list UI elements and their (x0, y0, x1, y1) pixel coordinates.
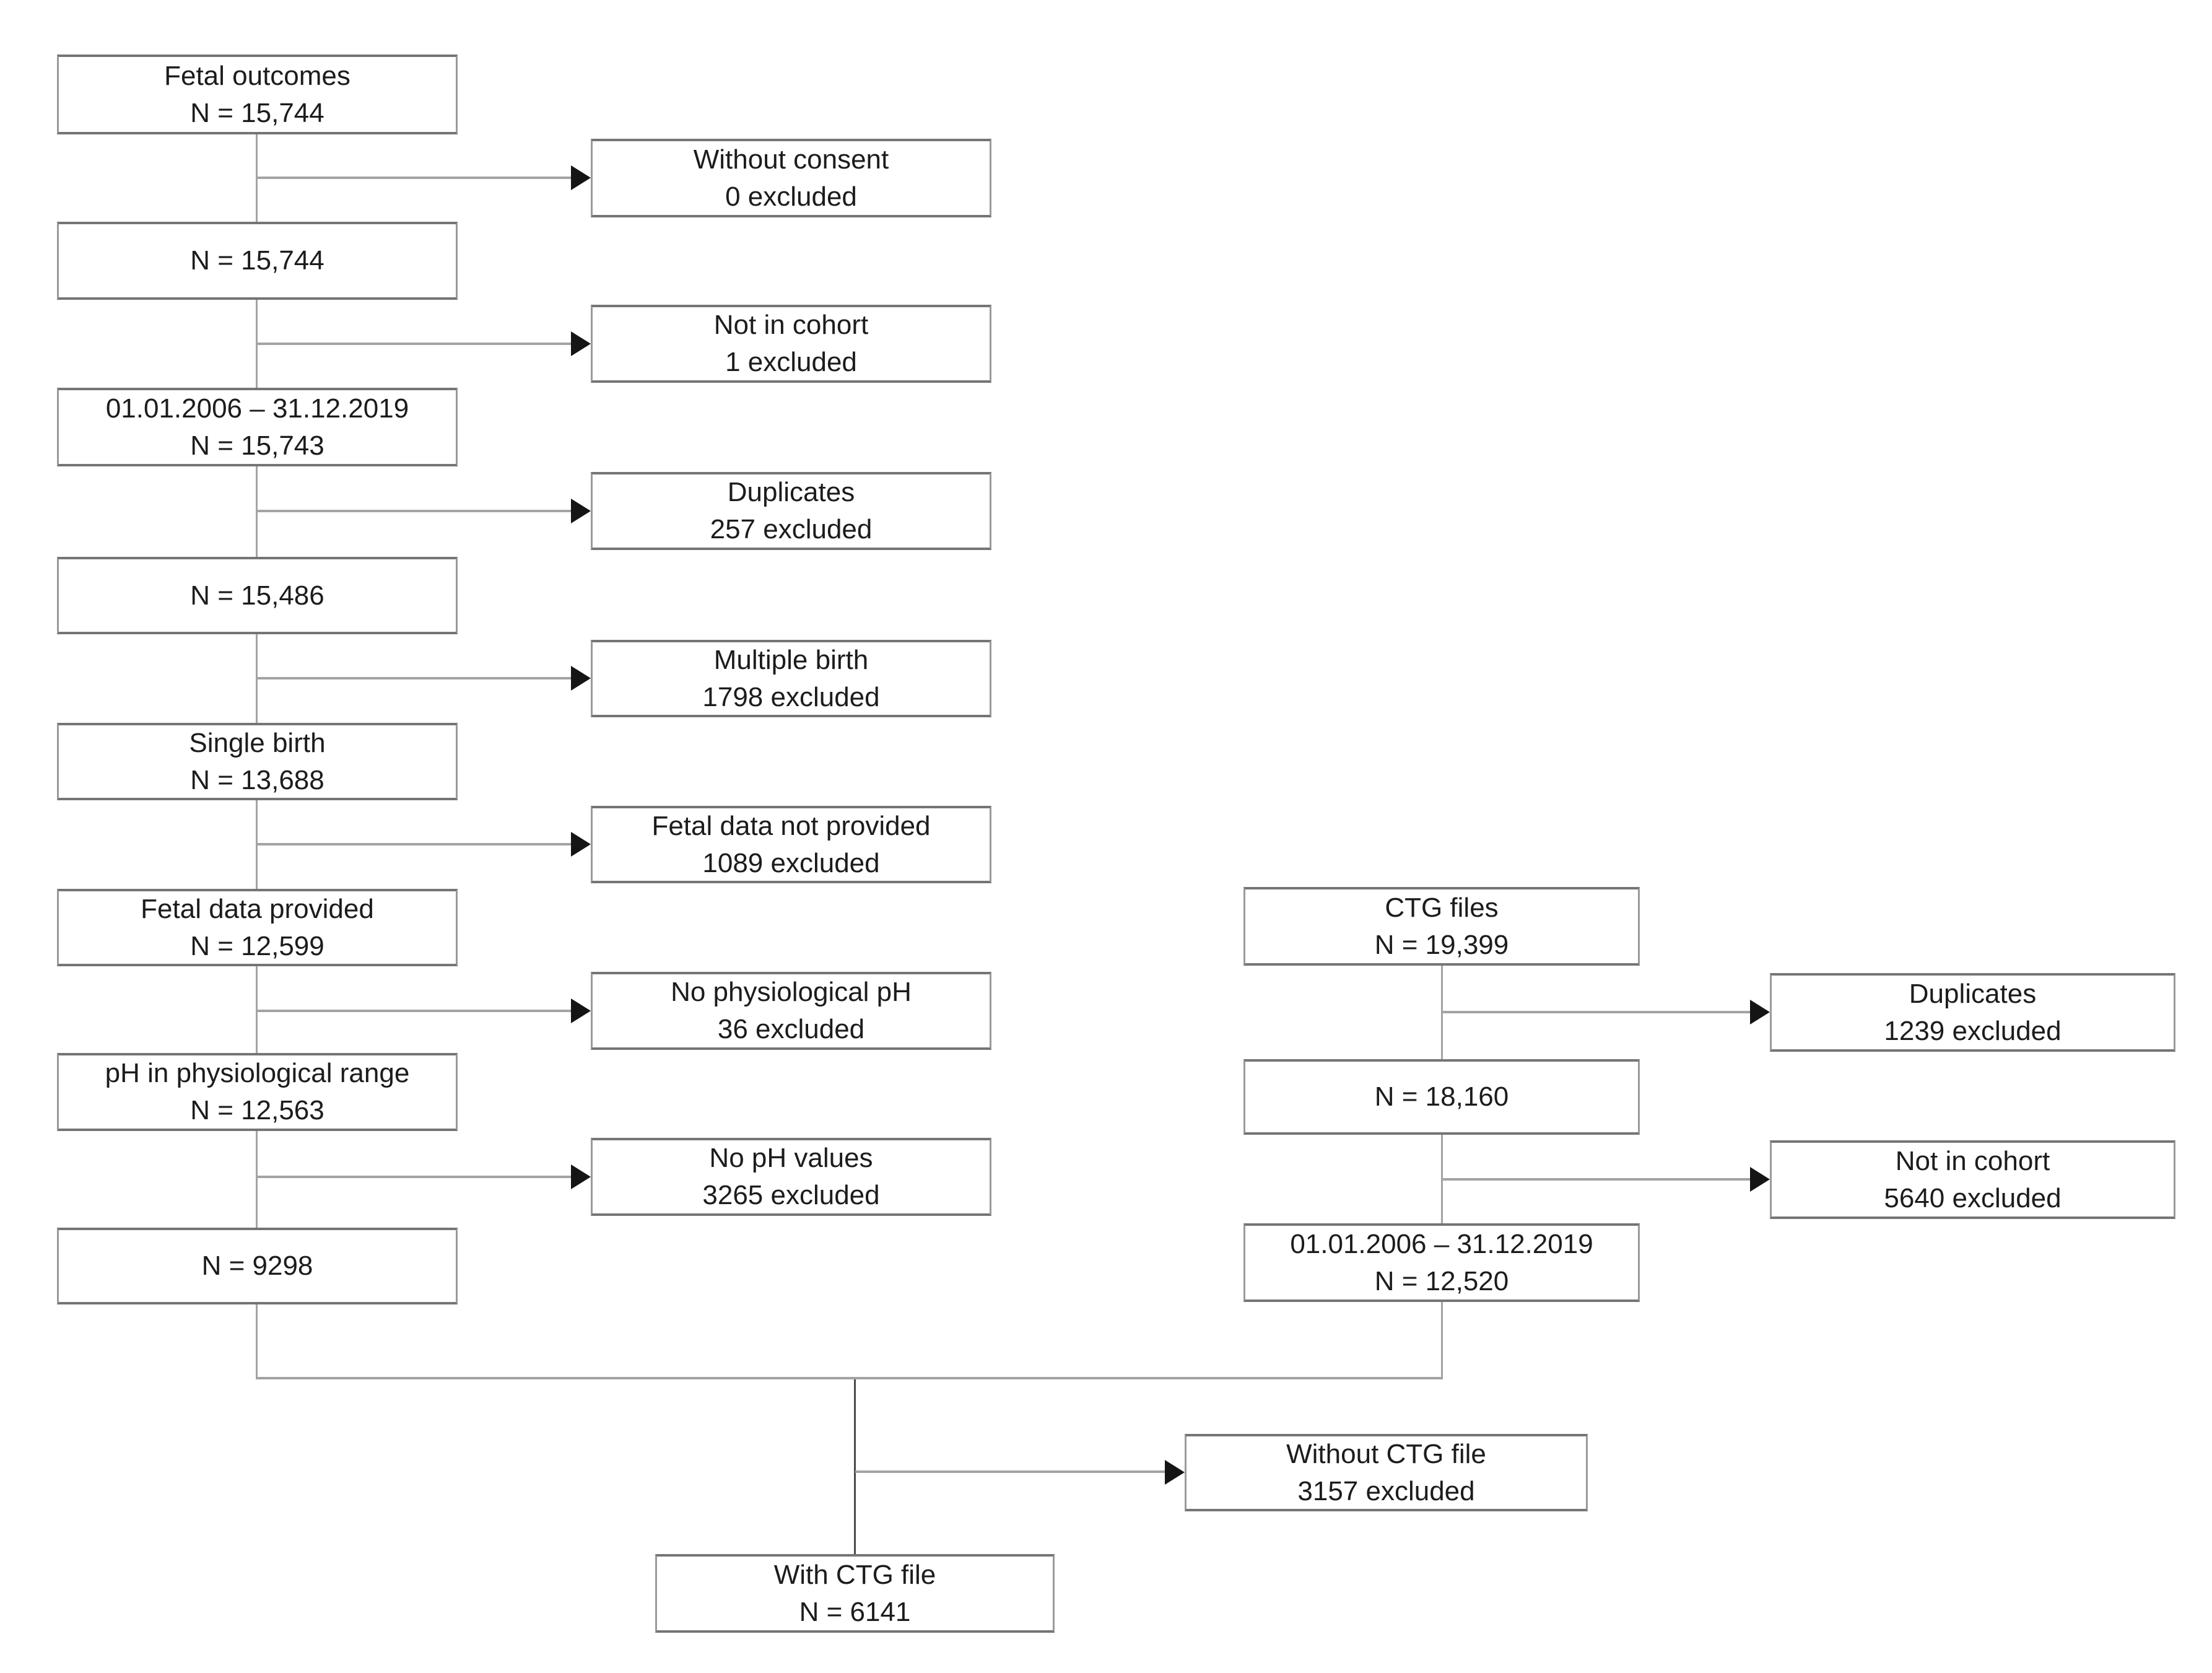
connector-right-v3 (1441, 1302, 1443, 1379)
flow-box-fetal-data-provided-label: Fetal data provided (141, 893, 374, 924)
flow-box-no-ph-values: No pH values 3265 excluded (591, 1138, 991, 1216)
flow-box-duplicates-left-count: 257 excluded (710, 514, 873, 544)
flow-box-n-15744: N = 15,744 (57, 222, 458, 300)
flow-box-n-15744-count: N = 15,744 (190, 245, 324, 276)
flow-box-not-in-cohort-right-label: Not in cohort (1895, 1145, 2050, 1176)
arrowhead-duplicates-left (571, 499, 591, 523)
connector-left-v4 (256, 634, 258, 723)
arrowhead-multiple-birth (571, 666, 591, 691)
flow-box-without-consent-label: Without consent (693, 144, 889, 175)
arrowhead-not-in-cohort-left (571, 331, 591, 356)
arrowhead-no-ph-values (571, 1164, 591, 1189)
flow-box-not-in-cohort-left-label: Not in cohort (713, 310, 869, 340)
flow-box-not-in-cohort-left-count: 1 excluded (725, 347, 857, 377)
flow-box-ph-physiological-range-count: N = 12,563 (190, 1095, 324, 1125)
flow-box-no-physiological-ph-label: No physiological pH (671, 977, 912, 1007)
flow-box-without-ctg-file-label: Without CTG file (1286, 1438, 1486, 1469)
flow-box-ctg-files-count: N = 19,399 (1374, 929, 1509, 960)
flow-box-no-ph-values-label: No pH values (709, 1143, 873, 1173)
arrowhead-fetal-data-not-provided (571, 832, 591, 857)
flow-box-fetal-data-provided: Fetal data provided N = 12,599 (57, 889, 458, 966)
flow-box-ph-physiological-range-label: pH in physiological range (105, 1058, 410, 1088)
flow-box-without-consent-count: 0 excluded (725, 181, 857, 212)
connector-branch-not-in-cohort-left (257, 343, 571, 345)
flow-box-ctg-files-label: CTG files (1385, 892, 1499, 923)
flow-box-single-birth-label: Single birth (189, 727, 326, 758)
flow-box-duplicates-left: Duplicates 257 excluded (591, 472, 991, 550)
flow-box-n-9298: N = 9298 (57, 1228, 458, 1304)
connector-left-v7 (256, 1131, 258, 1228)
flow-box-not-in-cohort-left: Not in cohort 1 excluded (591, 305, 991, 383)
flow-box-n-15486: N = 15,486 (57, 557, 458, 634)
flow-box-with-ctg-file-label: With CTG file (773, 1559, 936, 1590)
flow-box-no-ph-values-count: 3265 excluded (702, 1180, 880, 1210)
connector-left-v2 (256, 300, 258, 388)
connector-branch-duplicates-right (1442, 1011, 1750, 1013)
flow-box-ctg-files: CTG files N = 19,399 (1243, 887, 1640, 966)
arrowhead-not-in-cohort-right (1750, 1167, 1770, 1192)
connector-branch-no-physiological-ph (257, 1010, 571, 1012)
connector-branch-without-consent (257, 177, 571, 179)
connector-branch-no-ph-values (257, 1176, 571, 1178)
connector-branch-duplicates-left (257, 510, 571, 512)
flow-box-multiple-birth-count: 1798 excluded (702, 681, 880, 712)
arrowhead-duplicates-right (1750, 1000, 1770, 1024)
arrowhead-without-consent (571, 165, 591, 190)
flow-box-fetal-data-provided-count: N = 12,599 (190, 930, 324, 961)
flow-box-fetal-data-not-provided-label: Fetal data not provided (651, 810, 931, 841)
flow-box-single-birth: Single birth N = 13,688 (57, 723, 458, 800)
flow-box-duplicates-left-label: Duplicates (727, 477, 855, 507)
connector-merge-down (854, 1379, 856, 1554)
flow-box-without-ctg-file-count: 3157 excluded (1297, 1475, 1475, 1506)
flow-box-n-18160: N = 18,160 (1243, 1059, 1640, 1135)
flow-box-duplicates-right-count: 1239 excluded (1884, 1015, 2062, 1046)
flow-box-n-18160-count: N = 18,160 (1374, 1081, 1509, 1112)
flow-box-with-ctg-file-count: N = 6141 (799, 1596, 911, 1627)
flow-box-date-range-right-label: 01.01.2006 – 31.12.2019 (1290, 1228, 1593, 1259)
flow-box-date-range-left-count: N = 15,743 (190, 430, 324, 461)
flow-box-no-physiological-ph: No physiological pH 36 excluded (591, 972, 991, 1050)
flow-box-fetal-data-not-provided: Fetal data not provided 1089 excluded (591, 806, 991, 883)
connector-branch-multiple-birth (257, 677, 571, 679)
connector-left-v5 (256, 800, 258, 889)
flow-box-date-range-left-label: 01.01.2006 – 31.12.2019 (105, 393, 409, 424)
flow-box-n-15486-count: N = 15,486 (190, 580, 324, 611)
connector-left-v1 (256, 134, 258, 222)
flow-box-duplicates-right: Duplicates 1239 excluded (1770, 973, 2175, 1052)
connector-branch-fetal-data-not-provided (257, 843, 571, 845)
connector-branch-not-in-cohort-right (1442, 1178, 1750, 1181)
flow-box-multiple-birth: Multiple birth 1798 excluded (591, 640, 991, 717)
flow-box-not-in-cohort-right: Not in cohort 5640 excluded (1770, 1140, 2175, 1219)
flow-box-ph-physiological-range: pH in physiological range N = 12,563 (57, 1053, 458, 1131)
connector-right-v1 (1441, 966, 1443, 1059)
flow-box-multiple-birth-label: Multiple birth (713, 644, 869, 675)
flow-box-date-range-right-count: N = 12,520 (1374, 1265, 1509, 1296)
flow-box-without-ctg-file: Without CTG file 3157 excluded (1185, 1434, 1588, 1511)
connector-left-v6 (256, 966, 258, 1053)
flow-box-date-range-right: 01.01.2006 – 31.12.2019 N = 12,520 (1243, 1223, 1640, 1302)
connector-left-v3 (256, 466, 258, 557)
flow-box-fetal-outcomes: Fetal outcomes N = 15,744 (57, 55, 458, 134)
connector-branch-without-ctg-file (855, 1470, 1165, 1473)
flow-box-fetal-outcomes-label: Fetal outcomes (164, 60, 351, 91)
arrowhead-without-ctg-file (1165, 1460, 1185, 1485)
connector-merge-horizontal (256, 1377, 1443, 1379)
flow-box-date-range-left: 01.01.2006 – 31.12.2019 N = 15,743 (57, 388, 458, 466)
arrowhead-no-physiological-ph (571, 998, 591, 1023)
connector-left-v8 (256, 1304, 258, 1379)
flow-box-with-ctg-file: With CTG file N = 6141 (655, 1554, 1055, 1633)
flow-box-single-birth-count: N = 13,688 (190, 764, 324, 795)
flow-box-fetal-outcomes-count: N = 15,744 (190, 97, 324, 128)
connector-right-v2 (1441, 1135, 1443, 1223)
flow-box-not-in-cohort-right-count: 5640 excluded (1884, 1182, 2062, 1213)
flow-box-no-physiological-ph-count: 36 excluded (717, 1014, 865, 1044)
flow-box-fetal-data-not-provided-count: 1089 excluded (702, 847, 880, 878)
flow-box-duplicates-right-label: Duplicates (1909, 978, 2037, 1009)
flow-box-n-9298-count: N = 9298 (201, 1251, 313, 1281)
flow-box-without-consent: Without consent 0 excluded (591, 139, 991, 217)
